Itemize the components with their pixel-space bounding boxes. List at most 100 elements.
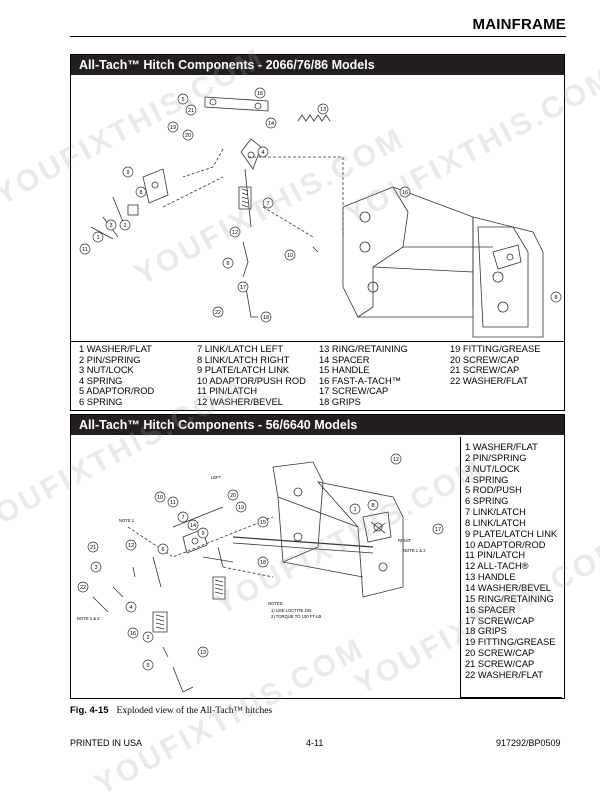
part-item: 5 ROD/PUSH xyxy=(465,485,522,496)
parts-column-2: 7 LINK/LATCH LEFT 8 LINK/LATCH RIGHT 9 P… xyxy=(197,344,306,408)
part-item: 14 WASHER/BEVEL xyxy=(465,582,551,593)
svg-text:15: 15 xyxy=(257,91,263,97)
part-item: 21 SCREW/CAP xyxy=(450,365,520,376)
svg-text:8: 8 xyxy=(554,295,557,301)
svg-text:15: 15 xyxy=(260,520,266,526)
svg-text:3: 3 xyxy=(94,565,97,571)
svg-text:14: 14 xyxy=(190,523,196,529)
exploded-view-2066: 5 21 15 13 14 19 20 4 9 8 3 1 11 2 12 7 … xyxy=(79,87,562,338)
part-item: 8 LINK/LATCH xyxy=(465,517,526,528)
svg-text:21: 21 xyxy=(188,108,194,114)
footer-page-number: 4-11 xyxy=(306,738,324,748)
svg-text:17: 17 xyxy=(435,527,441,533)
part-item: 4 SPRING xyxy=(79,375,123,386)
parts-column-1: 1 WASHER/FLAT 2 PIN/SPRING 3 NUT/LOCK 4 … xyxy=(79,344,154,408)
svg-text:8: 8 xyxy=(139,190,142,196)
svg-text:10: 10 xyxy=(157,495,163,501)
svg-text:18: 18 xyxy=(260,560,266,566)
part-item: 9 PLATE/LATCH LINK xyxy=(197,365,290,376)
part-item: 22 WASHER/FLAT xyxy=(465,669,544,680)
svg-text:19: 19 xyxy=(238,505,244,511)
part-item: 11 PIN/LATCH xyxy=(197,386,258,397)
svg-text:16: 16 xyxy=(402,190,408,196)
part-item: 14 SPACER xyxy=(319,354,370,365)
part-item: 19 FITTING/GREASE xyxy=(450,344,541,354)
page-header: MAINFRAME xyxy=(70,14,566,37)
part-item: 7 LINK/LATCH LEFT xyxy=(197,344,284,354)
svg-text:9: 9 xyxy=(201,531,204,537)
svg-text:13: 13 xyxy=(320,107,326,113)
figure-label: Fig. 4-15 xyxy=(70,705,109,716)
svg-text:20: 20 xyxy=(185,133,191,139)
svg-text:20: 20 xyxy=(230,493,236,499)
footer-doc-number: 917292/BP0509 xyxy=(496,738,561,748)
svg-text:4: 4 xyxy=(129,605,132,611)
svg-text:5: 5 xyxy=(146,663,149,669)
svg-text:14: 14 xyxy=(268,121,274,127)
parts-list-56-6640: 1 WASHER/FLAT 2 PIN/SPRING 3 NUT/LOCK 4 … xyxy=(460,437,562,698)
svg-text:7: 7 xyxy=(266,201,269,207)
part-item: 10 ADAPTOR/ROD xyxy=(465,539,546,550)
part-item: 12 ALL-TACH® xyxy=(465,561,529,572)
part-item: 6 SPRING xyxy=(79,396,123,407)
svg-text:17: 17 xyxy=(240,285,246,291)
svg-text:3: 3 xyxy=(109,223,112,229)
svg-text:16: 16 xyxy=(130,631,136,637)
svg-text:19: 19 xyxy=(170,125,176,131)
svg-text:8: 8 xyxy=(371,503,374,509)
part-item: 22 WASHER/FLAT xyxy=(450,375,529,386)
footer-left: PRINTED IN USA xyxy=(70,738,143,748)
part-item: 6 SPRING xyxy=(465,496,509,507)
svg-text:5: 5 xyxy=(181,97,184,103)
svg-text:6: 6 xyxy=(226,261,229,267)
svg-text:1: 1 xyxy=(353,507,356,513)
part-item: 11 PIN/LATCH xyxy=(465,550,526,561)
part-item: 18 GRIPS xyxy=(465,626,507,637)
part-item: 12 WASHER/BEVEL xyxy=(197,396,283,407)
page-title: MAINFRAME xyxy=(472,16,566,33)
svg-text:12: 12 xyxy=(232,230,238,236)
part-item: 18 GRIPS xyxy=(319,396,361,407)
part-item: 4 SPRING xyxy=(465,474,509,485)
svg-text:12: 12 xyxy=(128,543,134,549)
part-item: 20 SCREW/CAP xyxy=(465,648,535,659)
section-56-6640-models: All-Tach™ Hitch Components - 56/6640 Mod… xyxy=(70,414,565,699)
note1-label: NOTE 1 xyxy=(119,518,135,523)
section-2066-models: All-Tach™ Hitch Components - 2066/76/86 … xyxy=(70,54,565,411)
part-item: 17 SCREW/CAP xyxy=(465,615,535,626)
part-item: 21 SCREW/CAP xyxy=(465,658,535,669)
part-item: 13 RING/RETAINING xyxy=(319,344,408,354)
parts-column-3: 13 RING/RETAINING 14 SPACER 15 HANDLE 16… xyxy=(319,344,408,408)
part-item: 19 FITTING/GREASE xyxy=(465,637,556,648)
svg-text:18: 18 xyxy=(263,315,269,321)
svg-text:13: 13 xyxy=(200,650,206,656)
part-item: 17 SCREW/CAP xyxy=(319,386,389,397)
right-label: RIGHT xyxy=(398,538,411,543)
part-item: 20 SCREW/CAP xyxy=(450,354,520,365)
part-item: 9 PLATE/LATCH LINK xyxy=(465,528,558,539)
svg-text:11: 11 xyxy=(82,247,88,253)
part-item: 3 NUT/LOCK xyxy=(79,365,134,376)
svg-text:7: 7 xyxy=(181,515,184,521)
notes-line2: 2) TORQUE TO 100 FT-LB xyxy=(271,614,321,619)
svg-text:2: 2 xyxy=(123,223,126,229)
left-label: LEFT xyxy=(211,475,222,480)
parts-column-4: 19 FITTING/GREASE 20 SCREW/CAP 21 SCREW/… xyxy=(450,344,540,386)
part-item: 15 HANDLE xyxy=(319,365,370,376)
svg-text:11: 11 xyxy=(170,500,176,506)
section2-title: All-Tach™ Hitch Components - 56/6640 Mod… xyxy=(71,415,564,435)
section1-divider xyxy=(71,341,564,342)
part-item: 16 FAST-A-TACH™ xyxy=(319,375,401,386)
svg-text:10: 10 xyxy=(287,253,293,259)
svg-text:12: 12 xyxy=(393,457,399,463)
note12-label-left: NOTE 1 & 2 xyxy=(77,616,100,621)
part-item: 1 WASHER/FLAT xyxy=(79,344,152,354)
svg-text:4: 4 xyxy=(261,150,264,156)
notes-line1: 1) USE LOCTITE 242 xyxy=(271,608,312,613)
part-item: 8 LINK/LATCH RIGHT xyxy=(197,354,290,365)
svg-text:22: 22 xyxy=(215,310,221,316)
part-item: 1 WASHER/FLAT xyxy=(465,442,538,452)
exploded-view-56-6640: NOTE 1 NOTE 1 & 2 NOTE 1 & 2 LEFT RIGHT … xyxy=(77,453,444,693)
part-item: 15 RING/RETAINING xyxy=(465,593,554,604)
